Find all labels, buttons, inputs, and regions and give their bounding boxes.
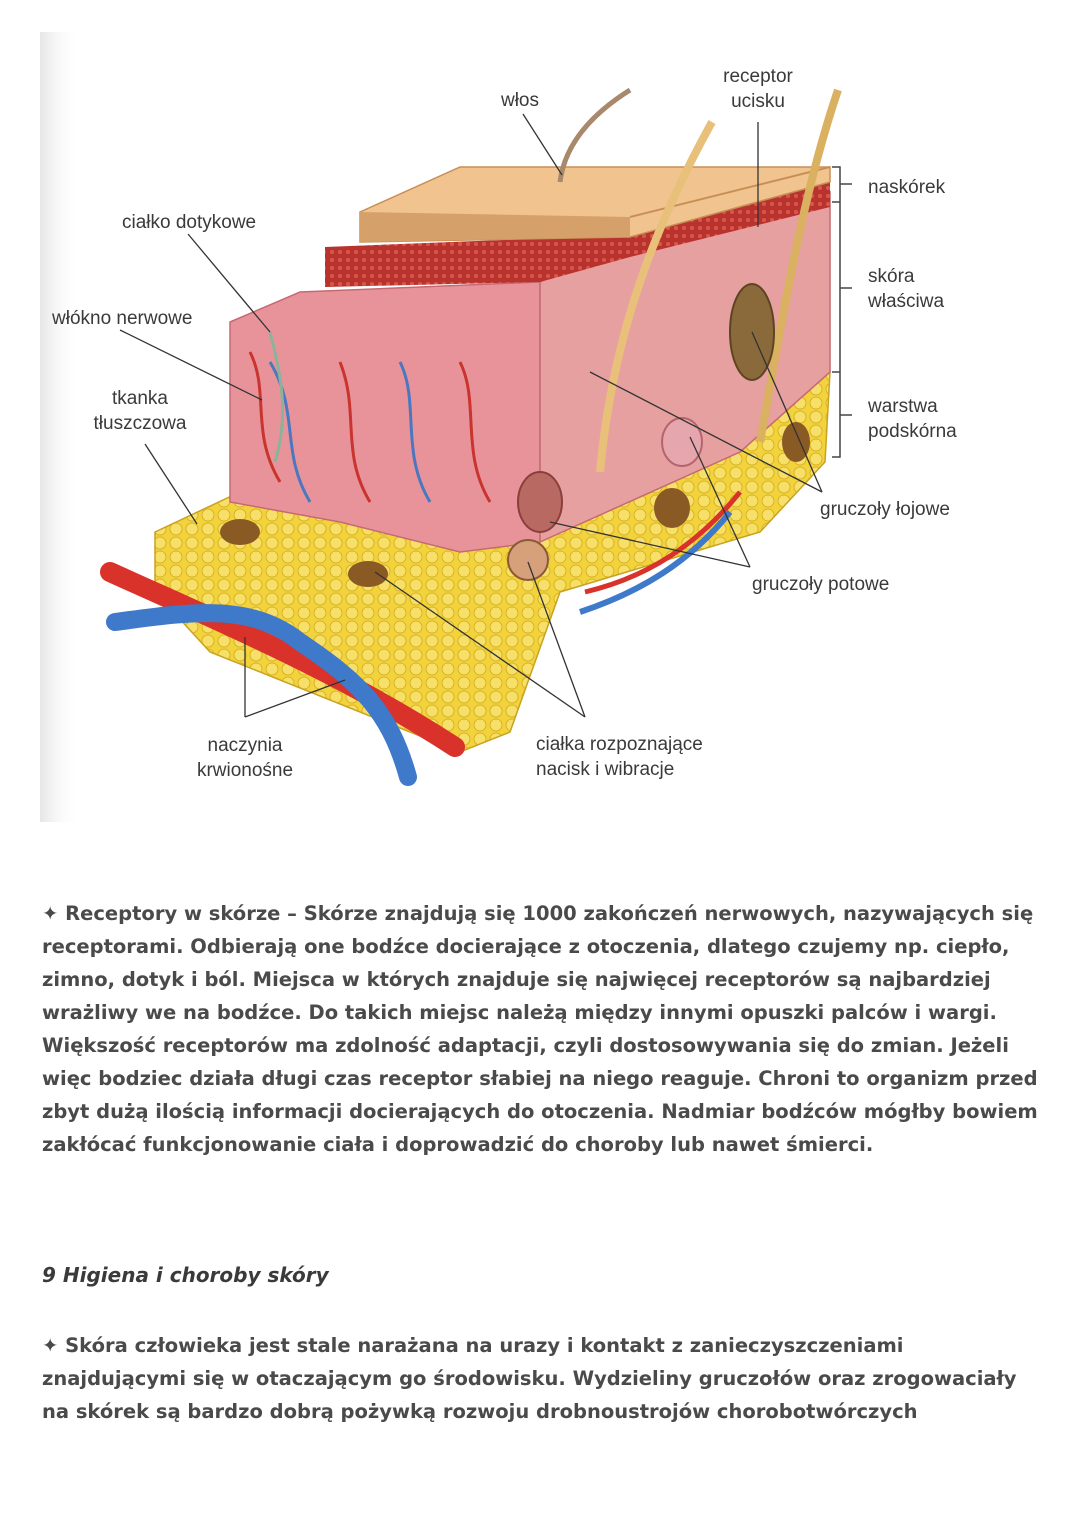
- label-epidermis: naskórek: [868, 177, 946, 198]
- fat-cluster: [348, 561, 388, 587]
- paragraph-hygiene: ✦ Skóra człowieka jest stale narażana na…: [42, 1334, 1017, 1423]
- hair-shaft: [557, 87, 632, 183]
- label-pressure-corpuscles: ciałka rozpoznające nacisk i wibracje: [536, 734, 703, 780]
- vein: [106, 604, 417, 786]
- lamellar-corpuscle: [507, 539, 549, 581]
- paragraph-receptors: ✦ Receptory w skórze – Skórze znajdują s…: [42, 902, 1038, 1156]
- fat-cluster: [654, 488, 690, 528]
- epidermis-edge: [360, 212, 630, 242]
- skin-cross-section-figure: włos receptor ucisku naskórek ciałko dot…: [40, 32, 1040, 822]
- label-touch-corpuscle: ciałko dotykowe: [122, 212, 257, 233]
- label-dermis: skóra właściwa: [868, 266, 945, 312]
- dermis-vessels: [248, 331, 492, 503]
- vessel-branch: [579, 510, 733, 615]
- label-sebaceous-glands: gruczoły łojowe: [820, 499, 950, 520]
- label-sweat-glands: gruczoły potowe: [752, 574, 890, 595]
- label-fat-tissue: tkanka tłuszczowa: [93, 388, 187, 434]
- leader-lines: [119, 113, 823, 718]
- sweat-gland-2: [661, 417, 703, 467]
- label-pressure-receptor: receptor ucisku: [723, 66, 793, 112]
- hair-follicle-2: [756, 88, 842, 443]
- page-shade: [40, 32, 80, 822]
- label-nerve-fiber: włókno nerwowe: [52, 308, 193, 329]
- label-subcutaneous: warstwa podskórna: [868, 396, 957, 442]
- artery: [100, 562, 465, 757]
- skin-diagram: [40, 32, 852, 822]
- sweat-gland: [517, 471, 563, 533]
- vessel-branch: [584, 490, 742, 595]
- papillary-band: [325, 182, 830, 287]
- hair-follicle-1: [596, 120, 716, 473]
- dermis-layer: [229, 281, 541, 553]
- fat-cluster: [220, 519, 260, 545]
- section-heading: 9 Higiena i choroby skóry: [42, 1263, 329, 1287]
- fat-cluster: [782, 422, 810, 462]
- layer-bracket: [832, 166, 852, 458]
- label-blood-vessels: naczynia krwionośne: [196, 735, 294, 781]
- label-hair: włos: [500, 90, 539, 111]
